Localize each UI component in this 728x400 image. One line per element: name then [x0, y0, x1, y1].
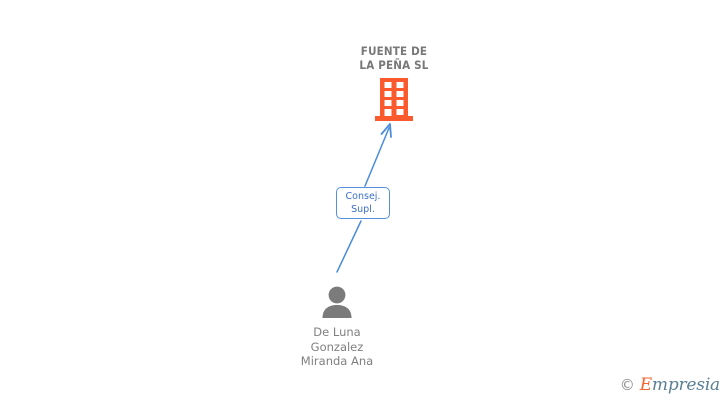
connector-line-lower	[336, 220, 362, 273]
connector-line-upper	[364, 127, 390, 187]
watermark: © Empresia	[619, 375, 721, 395]
person-node[interactable]: De Luna Gonzalez Miranda Ana	[272, 284, 402, 369]
person-icon	[322, 286, 352, 318]
person-icon-wrapper	[272, 284, 402, 318]
relation-label-line-2: Supl.	[351, 204, 375, 215]
person-name: De Luna Gonzalez Miranda Ana	[300, 325, 374, 368]
copyright-icon: ©	[619, 376, 635, 394]
building-icon	[375, 78, 413, 121]
brand-initial: E	[639, 375, 652, 395]
company-icon-wrapper	[318, 78, 470, 122]
relation-label-box[interactable]: Consej. Supl.	[336, 187, 390, 219]
brand-logo: Empresia	[639, 375, 721, 395]
connector-arrowhead	[380, 123, 392, 138]
company-title: FUENTE DE LA PEÑA SL	[359, 44, 429, 72]
relation-label-line-1: Consej.	[345, 191, 381, 202]
company-node[interactable]: FUENTE DE LA PEÑA SL	[318, 44, 470, 122]
brand-name: mpresia	[651, 375, 720, 395]
